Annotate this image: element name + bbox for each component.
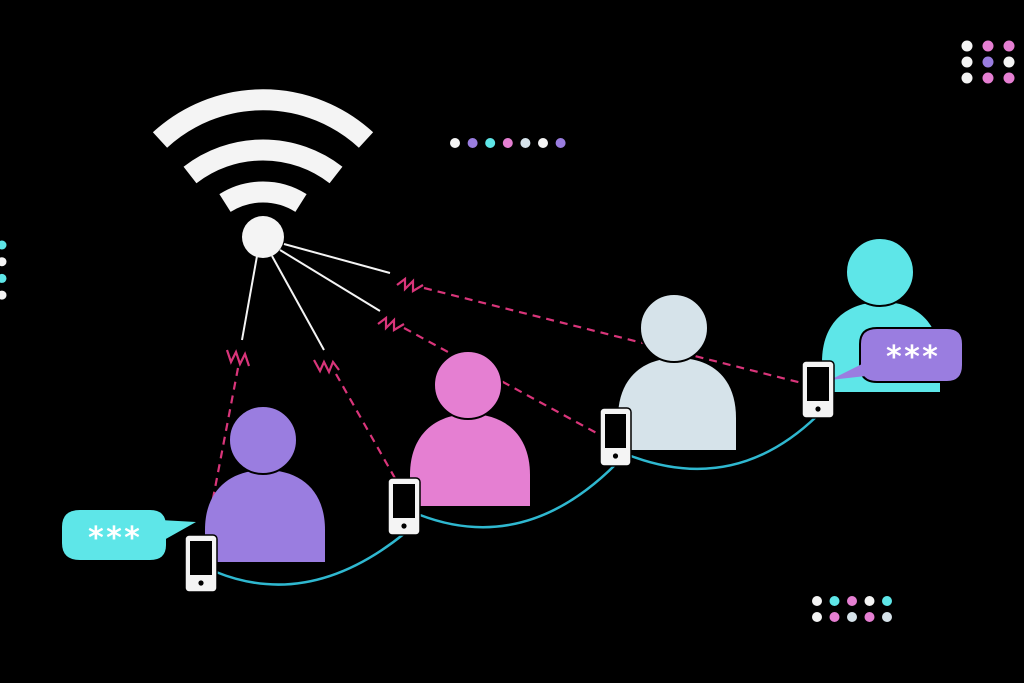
dot: [829, 596, 840, 606]
person-head: [228, 405, 298, 475]
signal-line: [271, 255, 325, 351]
connection-curve: [630, 415, 818, 471]
device-connections: [215, 415, 818, 586]
phone-icon: [801, 360, 835, 419]
dot: [961, 40, 973, 52]
dot: [829, 612, 840, 622]
wifi-dot: [242, 216, 284, 258]
dot: [520, 138, 531, 148]
dot: [467, 138, 478, 148]
zigzag-icon: [396, 276, 424, 293]
dashed-line: [403, 327, 603, 437]
dot: [538, 138, 548, 148]
dot: [485, 138, 496, 148]
person-head: [639, 293, 709, 363]
person-head: [845, 237, 915, 307]
signal-line: [241, 255, 258, 341]
chat-bubble-left: ***: [62, 510, 196, 560]
signal-line: [283, 243, 391, 274]
dot: [0, 257, 7, 267]
dot: [982, 72, 994, 84]
phone-icon: [599, 407, 632, 467]
dot: [1003, 40, 1015, 52]
dot: [502, 138, 513, 148]
person-body: [205, 470, 325, 562]
signal-line: [279, 249, 381, 312]
wifi-icon: [152, 89, 374, 213]
person-body: [410, 414, 530, 506]
bubble-password-text: ***: [885, 340, 939, 375]
person-purple: [205, 405, 325, 562]
dot: [882, 612, 892, 622]
dot: [961, 72, 973, 84]
wifi-arc-middle: [183, 139, 343, 184]
dot: [555, 138, 566, 148]
dot: [864, 612, 875, 622]
dot: [0, 290, 7, 300]
wifi-arc-outer: [152, 89, 374, 148]
dot: [864, 596, 875, 606]
dot: [882, 596, 892, 606]
zigzag-icon: [313, 359, 340, 375]
dot: [0, 273, 7, 283]
phone-icon: [387, 477, 421, 536]
signal-lines: [241, 243, 391, 351]
interference-zigzags: [225, 276, 424, 375]
phone-icon: [184, 534, 218, 593]
person-head: [433, 350, 503, 420]
connection-curve: [215, 532, 406, 586]
chat-bubble-right: ***: [830, 327, 964, 383]
dashed-line: [335, 373, 397, 481]
dot: [0, 240, 7, 250]
dot: [1003, 56, 1015, 68]
dot: [847, 596, 857, 606]
person-body: [618, 358, 736, 450]
connection-curve: [419, 463, 617, 529]
dot: [450, 138, 460, 148]
dot: [982, 56, 994, 68]
dot: [847, 612, 857, 622]
wifi-arc-inner: [219, 181, 307, 213]
dot: [1003, 72, 1015, 84]
dot: [812, 596, 822, 606]
dot: [961, 56, 973, 68]
person-light: [618, 293, 736, 450]
phones: [184, 360, 835, 593]
bubble-password-text: ***: [87, 521, 141, 556]
dot: [812, 612, 822, 622]
dot: [982, 40, 994, 52]
zigzag-icon: [377, 315, 405, 332]
decorative-dots: [0, 40, 1015, 622]
person-pink: [410, 350, 530, 506]
dashed-line: [423, 286, 807, 386]
zigzag-icon: [225, 349, 251, 367]
dashed-connections: [205, 286, 807, 531]
